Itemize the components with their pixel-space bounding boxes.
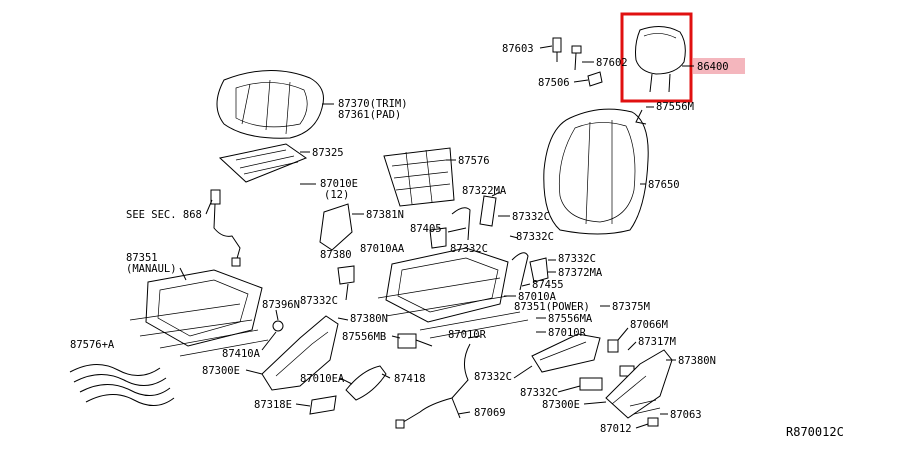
label-87322ma[interactable]: 87322MA — [462, 185, 507, 197]
label-87396n[interactable]: 87396N — [262, 299, 300, 311]
label-87010aa[interactable]: 87010AA — [360, 243, 405, 255]
small-bracket-parts[interactable] — [272, 252, 549, 332]
label-87576[interactable]: 87576 — [458, 155, 490, 167]
label-87375m[interactable]: 87375M — [612, 301, 650, 313]
outer-finisher-right[interactable] — [605, 349, 673, 419]
knob-parts[interactable] — [629, 399, 661, 427]
power-harness[interactable] — [395, 343, 471, 429]
label-87300e-a[interactable]: 87300E — [202, 365, 240, 377]
side-bracket-parts[interactable] — [319, 195, 497, 251]
label-87332c-c[interactable]: 87332C — [450, 243, 488, 255]
label-87069[interactable]: 87069 — [474, 407, 506, 419]
seat-cushion-part[interactable] — [216, 70, 324, 139]
label-87372ma[interactable]: 87372MA — [558, 267, 603, 279]
back-heater-part[interactable] — [383, 147, 455, 207]
drawing-reference: R870012C — [786, 425, 844, 439]
label-87556mb[interactable]: 87556MB — [342, 331, 386, 343]
label-87063[interactable]: 87063 — [670, 409, 702, 421]
label-87381n[interactable]: 87381N — [366, 209, 404, 221]
highlight-tag — [693, 58, 745, 74]
label-87361[interactable]: 87361(PAD) — [338, 109, 401, 121]
label-87010r-a[interactable]: 87010R — [548, 327, 587, 339]
label-87332c-a[interactable]: 87332C — [512, 211, 550, 223]
label-see-sec-868[interactable]: SEE SEC. 868 — [126, 209, 202, 221]
label-87332c-f[interactable]: 87332C — [474, 371, 512, 383]
cover-87318e-part[interactable] — [309, 395, 337, 415]
label-87603[interactable]: 87603 — [502, 43, 534, 55]
buckle-harness[interactable] — [210, 189, 241, 267]
label-87010e[interactable]: 87010E — [320, 178, 358, 190]
label-87300e-b[interactable]: 87300E — [542, 399, 580, 411]
label-87418[interactable]: 87418 — [394, 373, 426, 385]
label-87066m[interactable]: 87066M — [630, 319, 668, 331]
leader-lines — [179, 45, 676, 429]
label-87370[interactable]: 87370(TRIM) — [338, 98, 408, 110]
label-87405[interactable]: 87405 — [410, 223, 442, 235]
manual-seat-frame[interactable] — [129, 269, 269, 357]
label-87332c-e[interactable]: 87332C — [300, 295, 338, 307]
label-87351-power[interactable]: 87351(POWER) — [514, 301, 590, 313]
label-87380n-a[interactable]: 87380N — [350, 313, 388, 325]
label-87332c-g[interactable]: 87332C — [520, 387, 558, 399]
label-87012[interactable]: 87012 — [600, 423, 632, 435]
label-87506[interactable]: 87506 — [538, 77, 570, 89]
label-qty12: (12) — [324, 189, 349, 201]
label-87556ma[interactable]: 87556MA — [548, 313, 593, 325]
label-87332c-b[interactable]: 87332C — [516, 231, 554, 243]
label-87010r-b[interactable]: 87010R — [448, 329, 487, 341]
label-87318e[interactable]: 87318E — [254, 399, 292, 411]
switch-87556mb-part[interactable] — [397, 333, 433, 349]
headrest-guide-parts[interactable] — [552, 37, 603, 87]
label-manual: (MANAUL) — [126, 263, 177, 275]
inner-finisher-part[interactable] — [345, 365, 387, 401]
heater-wire-parts[interactable] — [69, 364, 175, 406]
label-86400[interactable]: 86400 — [697, 61, 729, 73]
label-87576a[interactable]: 87576+A — [70, 339, 115, 351]
label-87556m-top[interactable]: 87556M — [656, 101, 694, 113]
label-87650[interactable]: 87650 — [648, 179, 680, 191]
label-87380[interactable]: 87380 — [320, 249, 352, 261]
label-87010ea[interactable]: 87010EA — [300, 373, 345, 385]
label-87010a[interactable]: 87010A — [518, 291, 557, 303]
power-side-finisher[interactable] — [531, 333, 601, 373]
cushion-heater-part[interactable] — [218, 143, 308, 183]
outer-finisher-left[interactable] — [261, 315, 339, 391]
power-seat-frame[interactable] — [377, 247, 529, 339]
label-87317m[interactable]: 87317M — [638, 336, 676, 348]
label-87351-manual[interactable]: 87351 — [126, 252, 158, 264]
label-87410a[interactable]: 87410A — [222, 348, 261, 360]
seat-back-part[interactable] — [543, 108, 649, 235]
label-87380n-b[interactable]: 87380N — [678, 355, 716, 367]
highlight-frame — [620, 12, 693, 103]
label-87455[interactable]: 87455 — [532, 279, 564, 291]
label-87602[interactable]: 87602 — [596, 57, 628, 69]
headrest-part[interactable] — [635, 26, 686, 93]
label-87332c-d[interactable]: 87332C — [558, 253, 596, 265]
label-87325[interactable]: 87325 — [312, 147, 344, 159]
part-labels: 87603 87602 87506 86400 87556M 87370(TRI… — [70, 43, 844, 439]
